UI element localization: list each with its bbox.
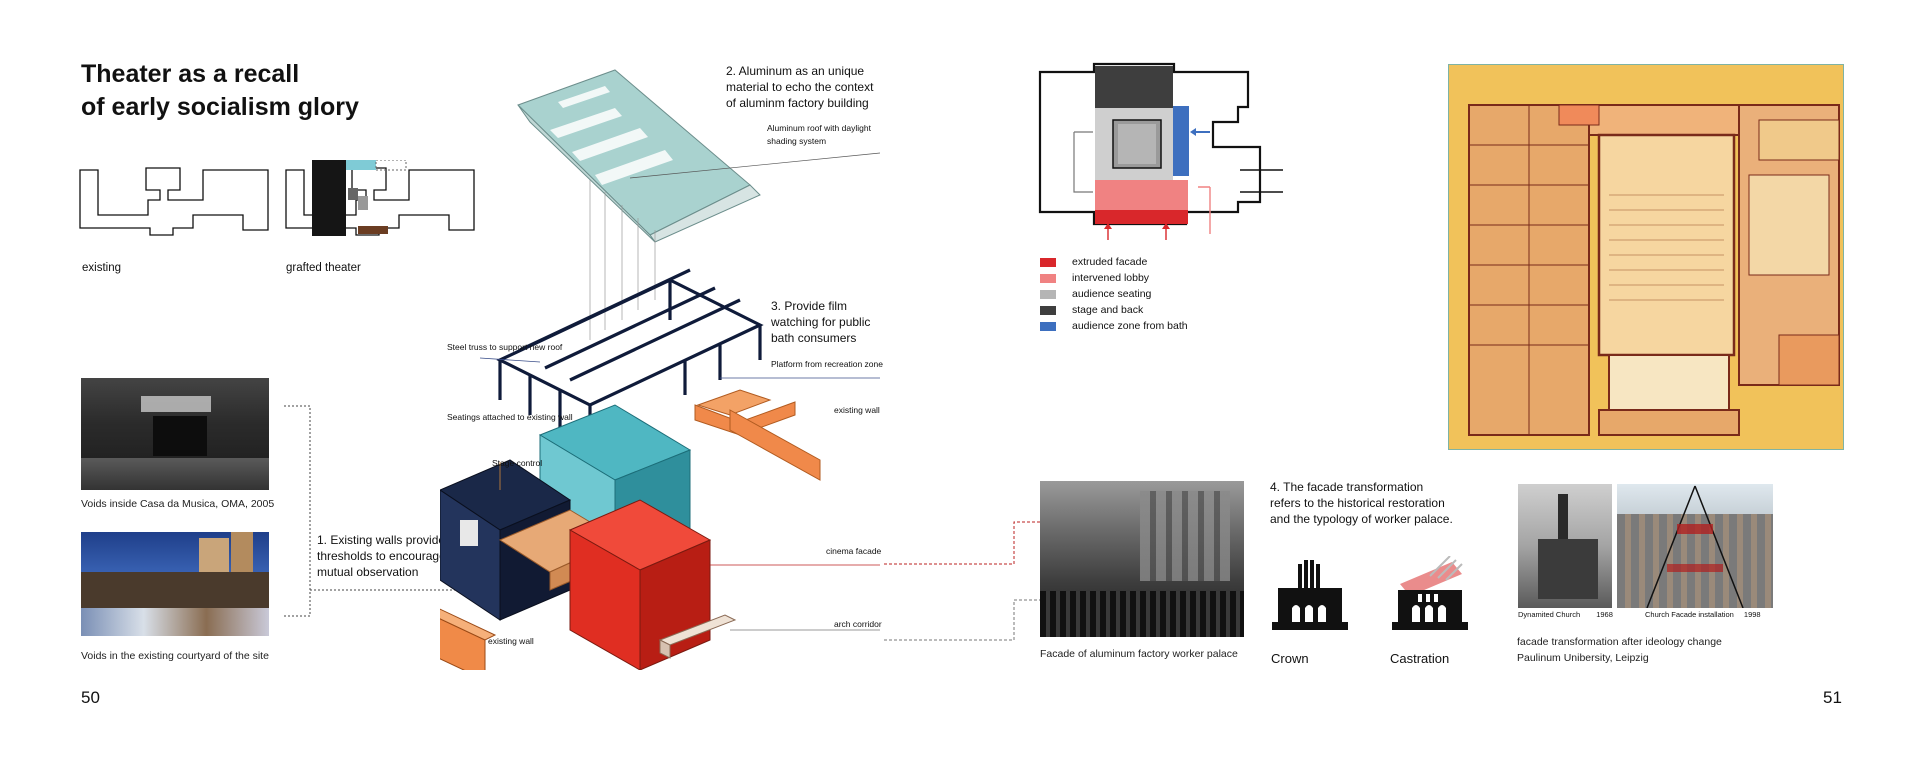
stage-control-label: Stage control: [492, 458, 543, 468]
note1-connector: [284, 405, 472, 617]
legend-swatch: [1040, 257, 1056, 267]
church-facade-installation-photo: [1617, 484, 1773, 608]
existing-label: existing: [82, 262, 121, 274]
casa-da-musica-photo: [81, 378, 269, 490]
note3-text: 3. Provide film watching for public bath…: [771, 299, 871, 345]
massing-diagrams: [79, 160, 475, 236]
legend-row: intervened lobby: [1040, 270, 1188, 286]
zone-legend: extruded facade intervened lobby audienc…: [1040, 254, 1188, 334]
legend-row: extruded facade: [1040, 254, 1188, 270]
aluminum-roof: [517, 69, 761, 243]
legend-swatch: [1040, 305, 1056, 315]
church-caption: facade transformation after ideology cha…: [1517, 636, 1722, 664]
arch-corridor-label: arch corridor: [834, 619, 882, 629]
cinema-facade-volume: [568, 499, 712, 670]
arch-corridor: [658, 614, 737, 659]
crown-icon: [1272, 560, 1348, 630]
legend-row: audience seating: [1040, 286, 1188, 302]
note1-text: 1. Existing walls provide thresholds to …: [317, 533, 446, 579]
factory-facade-photo: [1040, 481, 1244, 637]
existing-massing-plan: [79, 167, 269, 236]
existing-wall-bottom: [440, 608, 497, 670]
floor-plan-drawing: [1468, 104, 1840, 436]
grafted-theater-plan: [285, 160, 475, 236]
seatings-label: Seatings attached to existing wall: [447, 412, 573, 422]
roof-label: Aluminum roof with daylight shading syst…: [767, 123, 871, 146]
legend-swatch: [1040, 273, 1056, 283]
castration-label: Castration: [1390, 651, 1450, 666]
legend-row: stage and back: [1040, 302, 1188, 318]
factory-caption: Facade of aluminum factory worker palace: [1040, 648, 1238, 660]
facade-triangle-outline: [1646, 485, 1744, 608]
existing-wall-top-label: existing wall: [834, 405, 880, 415]
facade-connector: [884, 521, 1040, 641]
dynamited-church-caption: Dynamited Church 1968: [1518, 610, 1613, 619]
legend-row: audience zone from bath: [1040, 318, 1188, 334]
page-number-left: 50: [81, 688, 100, 707]
page-title: Theater as a recall of early socialism g…: [81, 60, 359, 121]
castration-icon: [1392, 556, 1468, 630]
courtyard-caption: Voids in the existing courtyard of the s…: [81, 650, 269, 662]
courtyard-photo: [81, 532, 269, 636]
existing-wall-top: [694, 389, 821, 481]
grafted-theater-label: grafted theater: [286, 262, 361, 274]
dynamited-church-photo: [1518, 484, 1612, 608]
existing-wall-bottom-label: existing wall: [488, 636, 534, 646]
crown-label: Crown: [1271, 651, 1309, 666]
cinema-facade-label: cinema facade: [826, 546, 882, 556]
page-number-right: 51: [1823, 688, 1842, 707]
historic-floor-plan: [1448, 64, 1844, 450]
exploded-axonometric: [440, 69, 881, 670]
legend-swatch: [1040, 289, 1056, 299]
casa-caption: Voids inside Casa da Musica, OMA, 2005: [81, 498, 275, 510]
note4-text: 4. The facade transformation refers to t…: [1270, 480, 1453, 526]
zone-plan-diagram: [1038, 62, 1283, 240]
legend-swatch: [1040, 321, 1056, 331]
church-facade-caption: Church Facade installation 1998: [1645, 610, 1761, 619]
note2-text: 2. Aluminum as an unique material to ech…: [726, 64, 874, 110]
platform-label: Platform from recreation zone: [771, 359, 883, 369]
truss-label: Steel truss to support new roof: [447, 342, 563, 352]
